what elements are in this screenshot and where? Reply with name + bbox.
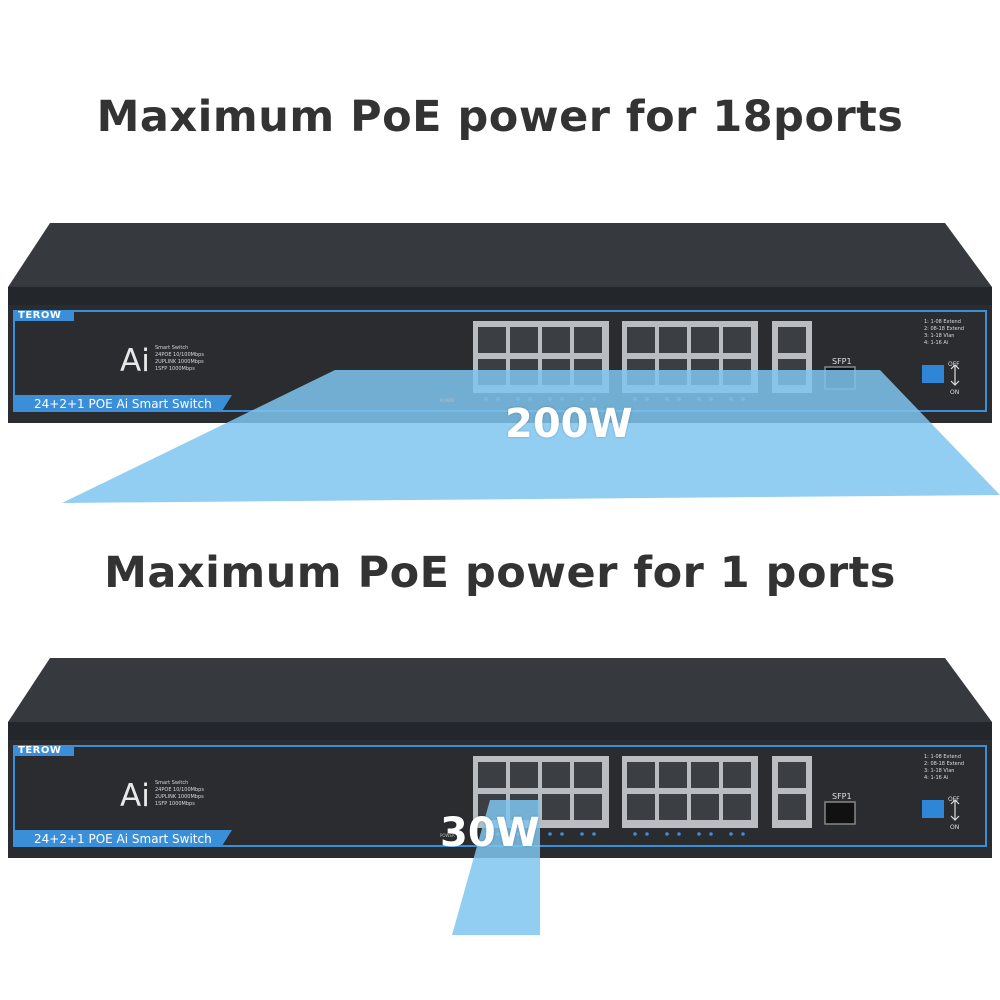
ai-logo: Ai <box>120 343 150 379</box>
dip-switch <box>922 800 944 818</box>
switch-illustration <box>8 658 992 935</box>
port-led <box>677 832 681 836</box>
port-led <box>633 832 637 836</box>
model-tab <box>14 830 232 846</box>
rj45-port <box>478 762 506 788</box>
port-led <box>729 832 733 836</box>
power-value-single-port: 30W <box>440 810 540 856</box>
rj45-port <box>627 794 655 820</box>
port-led <box>709 832 713 836</box>
brand-tab <box>14 311 74 321</box>
chassis-top <box>8 658 992 722</box>
sfp-label: SFP1 <box>832 792 852 801</box>
rj45-port <box>542 762 570 788</box>
dip-off-label: OFF <box>948 796 960 803</box>
power-beam-wide <box>62 370 1000 503</box>
port-led <box>645 832 649 836</box>
power-value-all-ports: 200W <box>505 401 633 447</box>
rj45-port <box>574 327 602 353</box>
sfp-label: SFP1 <box>832 357 852 366</box>
port-led <box>580 832 584 836</box>
rj45-port <box>542 327 570 353</box>
uplink-port <box>778 794 806 820</box>
rj45-port <box>723 794 751 820</box>
rj45-port <box>574 762 602 788</box>
dip-on-label: ON <box>950 389 960 396</box>
rj45-port <box>510 762 538 788</box>
uplink-port <box>778 327 806 353</box>
power-label: POWER <box>440 833 455 838</box>
rj45-port <box>574 794 602 820</box>
rj45-port <box>691 794 719 820</box>
rj45-port <box>510 327 538 353</box>
uplink-port <box>778 762 806 788</box>
rj45-port <box>542 794 570 820</box>
headline-all-ports: Maximum PoE power for 18ports <box>96 92 904 142</box>
port-led <box>592 832 596 836</box>
rj45-port <box>627 327 655 353</box>
dip-off-label: OFF <box>948 361 960 368</box>
switch-illustration <box>8 223 1000 503</box>
brand-tab <box>14 746 74 756</box>
brand-logo: TEROW <box>18 310 62 321</box>
rj45-port <box>691 327 719 353</box>
rj45-port <box>659 327 687 353</box>
headline-single-port: Maximum PoE power for 1 ports <box>104 548 896 598</box>
rj45-port <box>478 327 506 353</box>
model-label: 24+2+1 POE Ai Smart Switch <box>34 832 212 846</box>
port-led <box>741 832 745 836</box>
port-led <box>665 832 669 836</box>
chassis-top <box>8 223 992 287</box>
chassis-edge <box>8 287 992 307</box>
power-label: POWER <box>440 398 455 403</box>
port-led <box>548 832 552 836</box>
chassis-edge <box>8 722 992 742</box>
model-tab <box>14 395 232 411</box>
rj45-port <box>627 762 655 788</box>
port-led <box>560 832 564 836</box>
rj45-port <box>659 794 687 820</box>
ai-logo: Ai <box>120 778 150 814</box>
dip-on-label: ON <box>950 824 960 831</box>
rj45-port <box>691 762 719 788</box>
dip-arrow-icon <box>950 364 960 386</box>
port-led <box>697 832 701 836</box>
sfp-port <box>824 801 856 825</box>
brand-logo: TEROW <box>18 745 62 756</box>
dip-arrow-icon <box>950 799 960 821</box>
rj45-port <box>723 762 751 788</box>
model-label: 24+2+1 POE Ai Smart Switch <box>34 397 212 411</box>
dip-switch <box>922 365 944 383</box>
power-beam-narrow <box>452 800 540 935</box>
rj45-port <box>659 762 687 788</box>
rj45-port <box>723 327 751 353</box>
